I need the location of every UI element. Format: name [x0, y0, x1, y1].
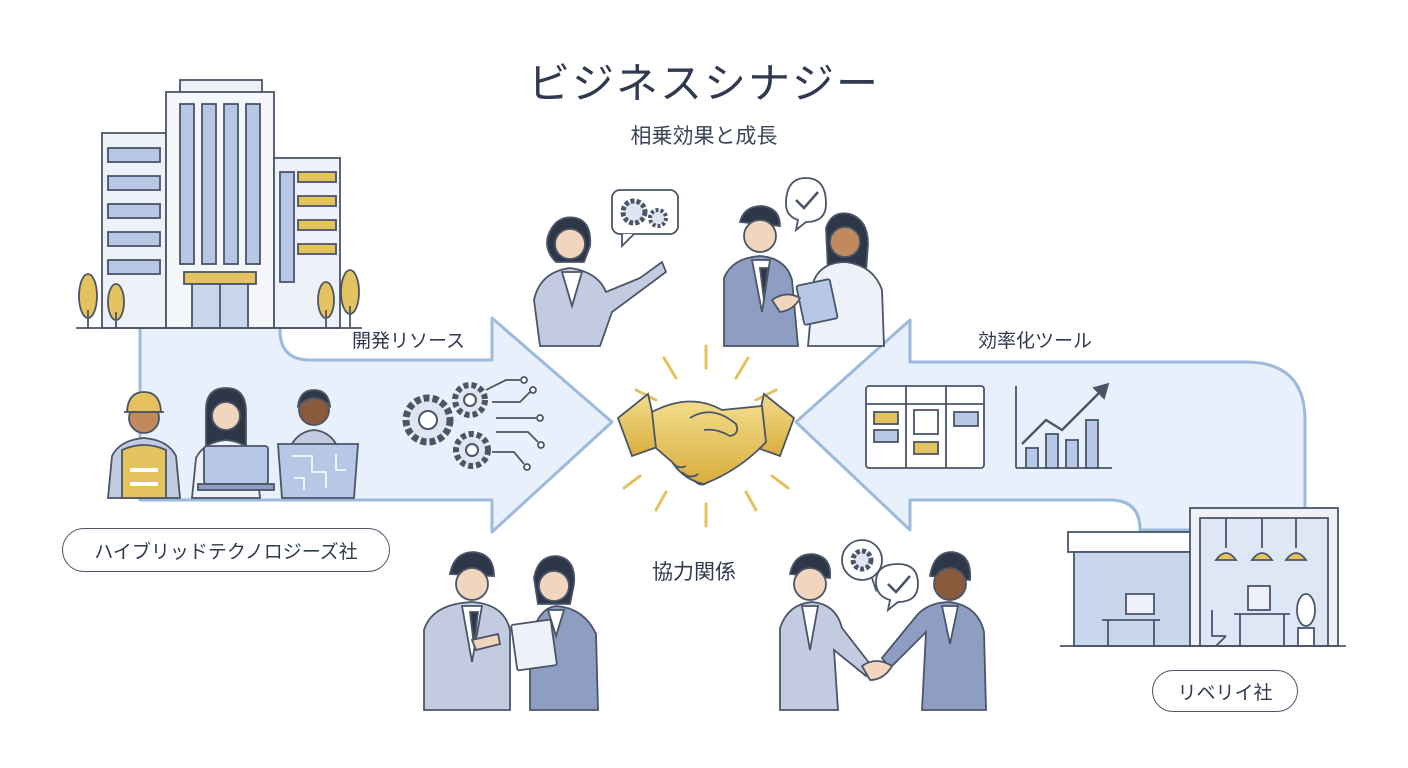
page-title: ビジネスシナジー	[527, 59, 880, 108]
handshake-pair-top	[723, 177, 885, 347]
center-label: 協力関係	[652, 560, 736, 584]
worker-laptop	[191, 387, 275, 499]
circuit-lines	[485, 376, 545, 471]
left-flow-label: 開発リソース	[352, 330, 466, 352]
handshake-icon	[616, 344, 796, 528]
page-subtitle: 相乗効果と成長	[630, 124, 778, 148]
discussion-pair-bottom	[423, 551, 599, 711]
gears-icon	[402, 382, 491, 469]
presenter-woman	[533, 189, 679, 347]
right-company-badge: リベリイ社	[1152, 670, 1298, 712]
building-icon	[76, 79, 362, 329]
right-flow-label: 効率化ツール	[978, 330, 1093, 352]
handshake-pair-bottom	[779, 539, 987, 711]
right-flow-arrow	[794, 318, 1307, 532]
worker-blueprint	[277, 389, 359, 499]
storefront-icon	[1060, 507, 1346, 647]
left-company-badge: ハイブリッドテクノロジーズ社	[62, 528, 390, 572]
growth-chart-icon	[1015, 382, 1112, 469]
worker-hardhat	[107, 391, 181, 499]
kanban-board-icon	[865, 385, 985, 469]
